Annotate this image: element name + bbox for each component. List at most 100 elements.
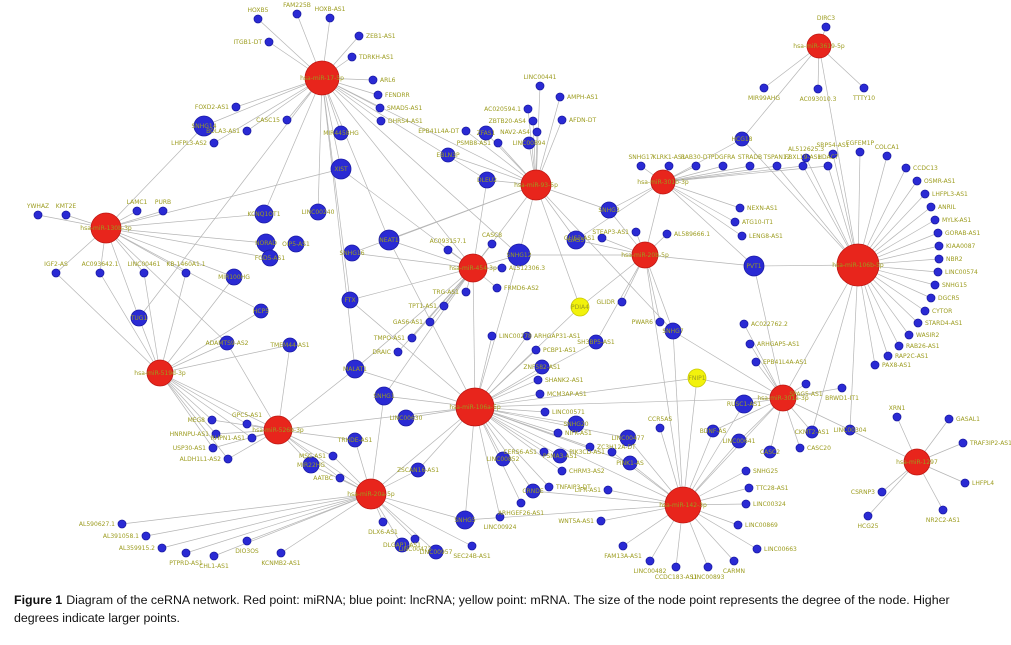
node-lncRNA (347, 432, 363, 448)
figure-caption-text: Diagram of the ceRNA network. Red point:… (14, 593, 950, 625)
node-lncRNA (325, 13, 335, 23)
node-lncRNA (533, 375, 543, 385)
node-label: PSMB8-AS1 (457, 140, 491, 147)
node-lncRNA (328, 451, 338, 461)
network-edge (105, 227, 228, 344)
node-label: ARHGAP5-AS1 (757, 341, 800, 348)
cerna-network-diagram: hsa-miR-17-5phsa-miR-130b-3phsa-miR-93-5… (26, 2, 1011, 581)
node-label: HNRNPU-AS1 (170, 431, 210, 438)
node-lncRNA (242, 126, 252, 136)
node-label: AMPH-AS1 (567, 94, 598, 101)
node-label: PSMA3-AS1 (543, 453, 577, 460)
node-lncRNA (376, 116, 386, 126)
node-lncRNA (920, 306, 930, 316)
node-label: MIR99AHG (748, 95, 780, 102)
network-edge (246, 493, 372, 542)
node-label: MEG8 (188, 417, 206, 424)
node-label: TMEM44-AS1 (269, 342, 309, 349)
node-label: MCM3AP-AS1 (547, 391, 587, 398)
node-label: AC022762.2 (751, 321, 788, 328)
node-lncRNA (855, 147, 865, 157)
node-lncRNA (930, 280, 940, 290)
node-lncRNA (938, 505, 948, 515)
node-lncRNA (730, 217, 740, 227)
node-lncRNA (882, 151, 892, 161)
node-label: SNHG1 (373, 393, 394, 400)
node-lncRNA (535, 81, 545, 91)
node-miRNA (836, 243, 880, 287)
node-label: LINC00894 (513, 140, 546, 147)
network-edge (226, 342, 279, 431)
network-edge (105, 213, 265, 229)
node-label: KIAA0087 (946, 243, 976, 250)
node-lncRNA (493, 138, 503, 148)
node-label: SNHG16 (339, 250, 364, 257)
node-lncRNA (883, 351, 893, 361)
network-edge (159, 372, 248, 425)
node-lncRNA (752, 544, 762, 554)
node-label: HCG18 (732, 136, 753, 143)
node-lncRNA (823, 161, 833, 171)
node-label: ZNF582-AS1 (523, 364, 560, 371)
node-lncRNA (410, 534, 420, 544)
node-lncRNA (461, 126, 471, 136)
node-label: GPC5-AS1 (232, 412, 262, 419)
node-label: RAB26-AS1 (906, 343, 940, 350)
node-label: FGD5-AS1 (255, 255, 285, 262)
network-edge (145, 493, 372, 537)
network-edge (662, 181, 743, 237)
node-label: AL391058.1 (103, 533, 139, 540)
node-label: GORAB-AS1 (945, 230, 980, 237)
node-lncRNA (492, 283, 502, 293)
network-edge (370, 406, 476, 495)
network-edge (849, 264, 859, 431)
node-lncRNA (261, 249, 279, 267)
node-label: LINC00240 (302, 209, 335, 216)
node-label: SNHG7 (662, 328, 683, 335)
node-label: ITGB1-DT (234, 39, 263, 46)
node-lncRNA (525, 483, 541, 499)
network-edge (383, 267, 474, 397)
node-lncRNA (282, 115, 292, 125)
network-edge (472, 179, 488, 269)
node-miRNA (263, 415, 293, 445)
node-label: LENG8-AS1 (749, 233, 783, 240)
node-lncRNA (516, 498, 526, 508)
node-label: hsa-miR-454-3p (449, 265, 497, 272)
node-lncRNA (933, 228, 943, 238)
node-label: LINC00441 (524, 74, 557, 81)
node-label: hsa-miR-93-5p (514, 182, 558, 189)
node-miRNA (664, 486, 702, 524)
network-edge (370, 395, 385, 495)
node-lncRNA (813, 84, 823, 94)
node-label: PDIA4 (571, 304, 589, 311)
node-lncRNA (487, 331, 497, 341)
node-label: FOXD2-AS1 (195, 104, 229, 111)
node-label: KCNMB2-AS1 (261, 560, 300, 567)
node-lncRNA (671, 562, 681, 572)
node-label: MIR22HG (297, 462, 325, 469)
node-lncRNA (557, 466, 567, 476)
network-edge (354, 267, 474, 370)
node-label: AC093642.1 (82, 261, 119, 268)
node-label: USP30-AS1 (173, 445, 206, 452)
node-label: LINC00893 (692, 574, 725, 581)
node-miRNA (650, 169, 676, 195)
network-edge (682, 377, 698, 506)
node-lncRNA (735, 203, 745, 213)
node-label: CCR5AS (648, 416, 672, 423)
node-lncRNA (664, 322, 682, 340)
node-lncRNA (645, 556, 655, 566)
node-label: HOXB5 (248, 7, 269, 14)
node-lncRNA (157, 543, 167, 553)
node-lncRNA (117, 519, 127, 529)
node-lncRNA (341, 291, 359, 309)
node-label: LIFR-AS1 (575, 487, 601, 494)
node-label: SEC24B-AS1 (453, 553, 490, 560)
node-label: LINC00571 (552, 409, 585, 416)
node-label: hsa-miR-130b-3p (80, 225, 132, 232)
network-edge (370, 493, 473, 547)
node-lncRNA (478, 125, 494, 141)
node-lncRNA (600, 201, 618, 219)
node-label: IGF2-AS (44, 261, 68, 268)
